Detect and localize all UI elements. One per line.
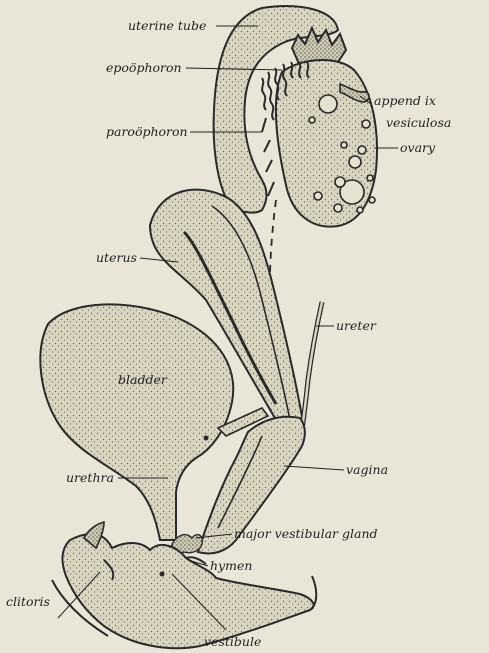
label-appendix: append ix [374,93,436,108]
label-clitoris: clitoris [6,594,50,609]
label-uterus: uterus [96,250,137,265]
label-vagina: vagina [346,462,388,477]
label-ovary: ovary [400,140,436,155]
label-major-vestibular-gland: major vestibular gland [234,526,378,541]
label-urethra: urethra [66,470,114,485]
label-uterine-tube: uterine tube [128,18,206,33]
bladder-shape [40,304,233,540]
label-bladder: bladder [118,372,168,387]
label-hymen: hymen [210,558,252,573]
urethral-orifice [160,572,165,577]
ureteric-orifice [204,436,209,441]
label-paroophoron: paroöphoron [106,124,188,139]
label-vesiculosa: vesiculosa [386,115,451,130]
label-vestibule: vestibule [204,634,261,649]
label-epoophoron: epoöphoron [106,60,182,75]
label-ureter: ureter [336,318,377,333]
ovary-shape [276,60,377,227]
